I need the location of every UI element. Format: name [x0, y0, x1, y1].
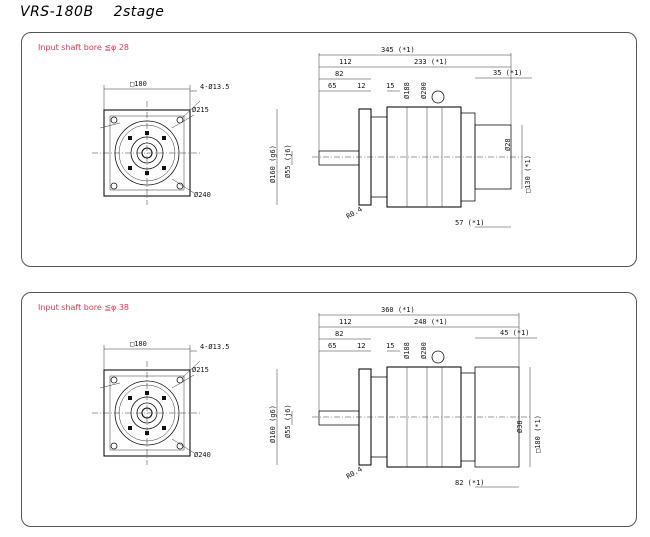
front-d240-2: Ø240 [194, 451, 211, 459]
dim-depth-2: 82 (*1) [455, 479, 485, 487]
dim-flange-1: □130 (*1) [524, 155, 532, 193]
dim-d200-1: Ø200 [420, 82, 428, 99]
dim-motor-1: 233 (*1) [414, 58, 448, 66]
overall-length-2: 360 (*1) [381, 306, 415, 314]
dim-15-2: 15 [386, 342, 394, 350]
dim-d188-2: Ø188 [403, 342, 411, 359]
dim-d188-1: Ø188 [403, 82, 411, 99]
drawing-svg-1: □180 4-Ø13.5 Ø215 Ø240 [92, 46, 532, 228]
dim-d160-1: Ø160 (g6) [269, 145, 277, 183]
dim-65-2: 65 [328, 342, 336, 350]
front-view-2 [92, 345, 202, 465]
stage-label: 2stage [113, 4, 165, 20]
dim-bore-2: Ø38 [516, 420, 524, 433]
front-view-1 [92, 85, 202, 205]
dim-bore-1: Ø28 [504, 138, 512, 151]
dim-15-1: 15 [386, 82, 394, 90]
dim-d160-2: Ø160 (g6) [269, 405, 277, 443]
dim-depth-1: 57 (*1) [455, 219, 485, 227]
dim-r04-2: R0.4 [345, 465, 364, 480]
dim-d55-2: Ø55 (j6) [284, 404, 292, 438]
dim-d55-1: Ø55 (j6) [284, 144, 292, 178]
dim-end-2: 45 (*1) [500, 329, 530, 337]
dim-82-2: 82 [335, 330, 343, 338]
front-holes-1: 4-Ø13.5 [200, 83, 230, 91]
front-holes-2: 4-Ø13.5 [200, 343, 230, 351]
overall-length-1: 345 (*1) [381, 46, 415, 54]
dim-12-1: 12 [357, 82, 365, 90]
dim-d200-2: Ø200 [420, 342, 428, 359]
front-d215-1: Ø215 [192, 106, 209, 114]
dim-r04-1: R0.4 [345, 205, 364, 220]
front-d240-1: Ø240 [194, 191, 211, 199]
dim-65-1: 65 [328, 82, 336, 90]
bore-note-1: Input shaft bore ≦φ 28 [38, 43, 130, 52]
dim-112-1: 112 [339, 58, 352, 66]
model-name: VRS-180B [20, 4, 94, 20]
dim-12-2: 12 [357, 342, 365, 350]
dim-112-2: 112 [339, 318, 352, 326]
front-square-1: □180 [130, 80, 147, 88]
dim-end-1: 35 (*1) [493, 69, 523, 77]
dim-82-1: 82 [335, 70, 343, 78]
drawing-svg-2: □180 4-Ø13.5 Ø215 Ø240 [92, 306, 542, 488]
side-view-1 [276, 53, 532, 228]
dim-flange-2: □180 (*1) [534, 415, 542, 453]
front-square-2: □180 [130, 340, 147, 348]
drawing-title: VRS-180B 2stage [20, 4, 164, 20]
bore-note-2: Input shaft bore ≦φ 38 [38, 303, 130, 312]
side-view-2 [276, 313, 537, 488]
drawing-panel-1: Input shaft bore ≦φ 28 [21, 32, 637, 267]
dim-motor-2: 248 (*1) [414, 318, 448, 326]
drawing-panel-2: Input shaft bore ≦φ 38 [21, 292, 637, 527]
front-d215-2: Ø215 [192, 366, 209, 374]
